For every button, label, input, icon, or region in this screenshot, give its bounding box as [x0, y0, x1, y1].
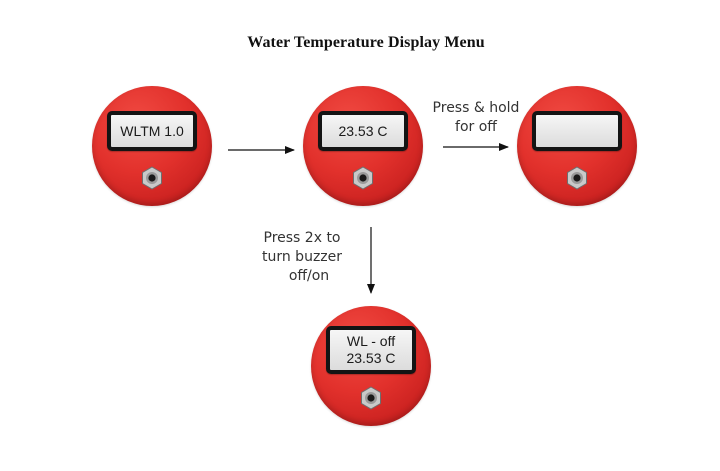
hex-nut-button-icon[interactable]	[359, 386, 383, 410]
device-temperature: 23.53 C	[303, 86, 423, 206]
hex-nut-button-icon[interactable]	[140, 166, 164, 190]
label-line: for off	[455, 119, 497, 135]
device-off	[517, 86, 637, 206]
diagram-title: Water Temperature Display Menu	[247, 34, 485, 51]
device-start: WLTM 1.0	[92, 86, 212, 206]
label-press-and-hold: Press & hold for off	[427, 99, 525, 137]
label-line: off/on	[288, 268, 330, 284]
lcd-line: WLTM 1.0	[120, 122, 184, 139]
label-press-twice: Press 2x to turn buzzer off/on	[254, 229, 350, 286]
hex-nut-button-icon[interactable]	[565, 166, 589, 190]
lcd-line: 23.53 C	[338, 122, 388, 139]
label-line: Press 2x to	[263, 230, 341, 246]
lcd-display-buzzer: WL - off 23.53 C	[326, 326, 416, 374]
device-buzzer: WL - off 23.53 C	[311, 306, 431, 426]
lcd-line-2: 23.53 C	[346, 350, 396, 366]
label-line: turn buzzer	[261, 249, 343, 265]
lcd-display-start: WLTM 1.0	[107, 111, 197, 151]
lcd-line-1: WL - off	[346, 333, 396, 349]
label-line: Press & hold	[432, 100, 520, 116]
hex-nut-button-icon[interactable]	[351, 166, 375, 190]
lcd-display-temperature: 23.53 C	[318, 111, 408, 151]
lcd-display-off	[532, 111, 622, 151]
